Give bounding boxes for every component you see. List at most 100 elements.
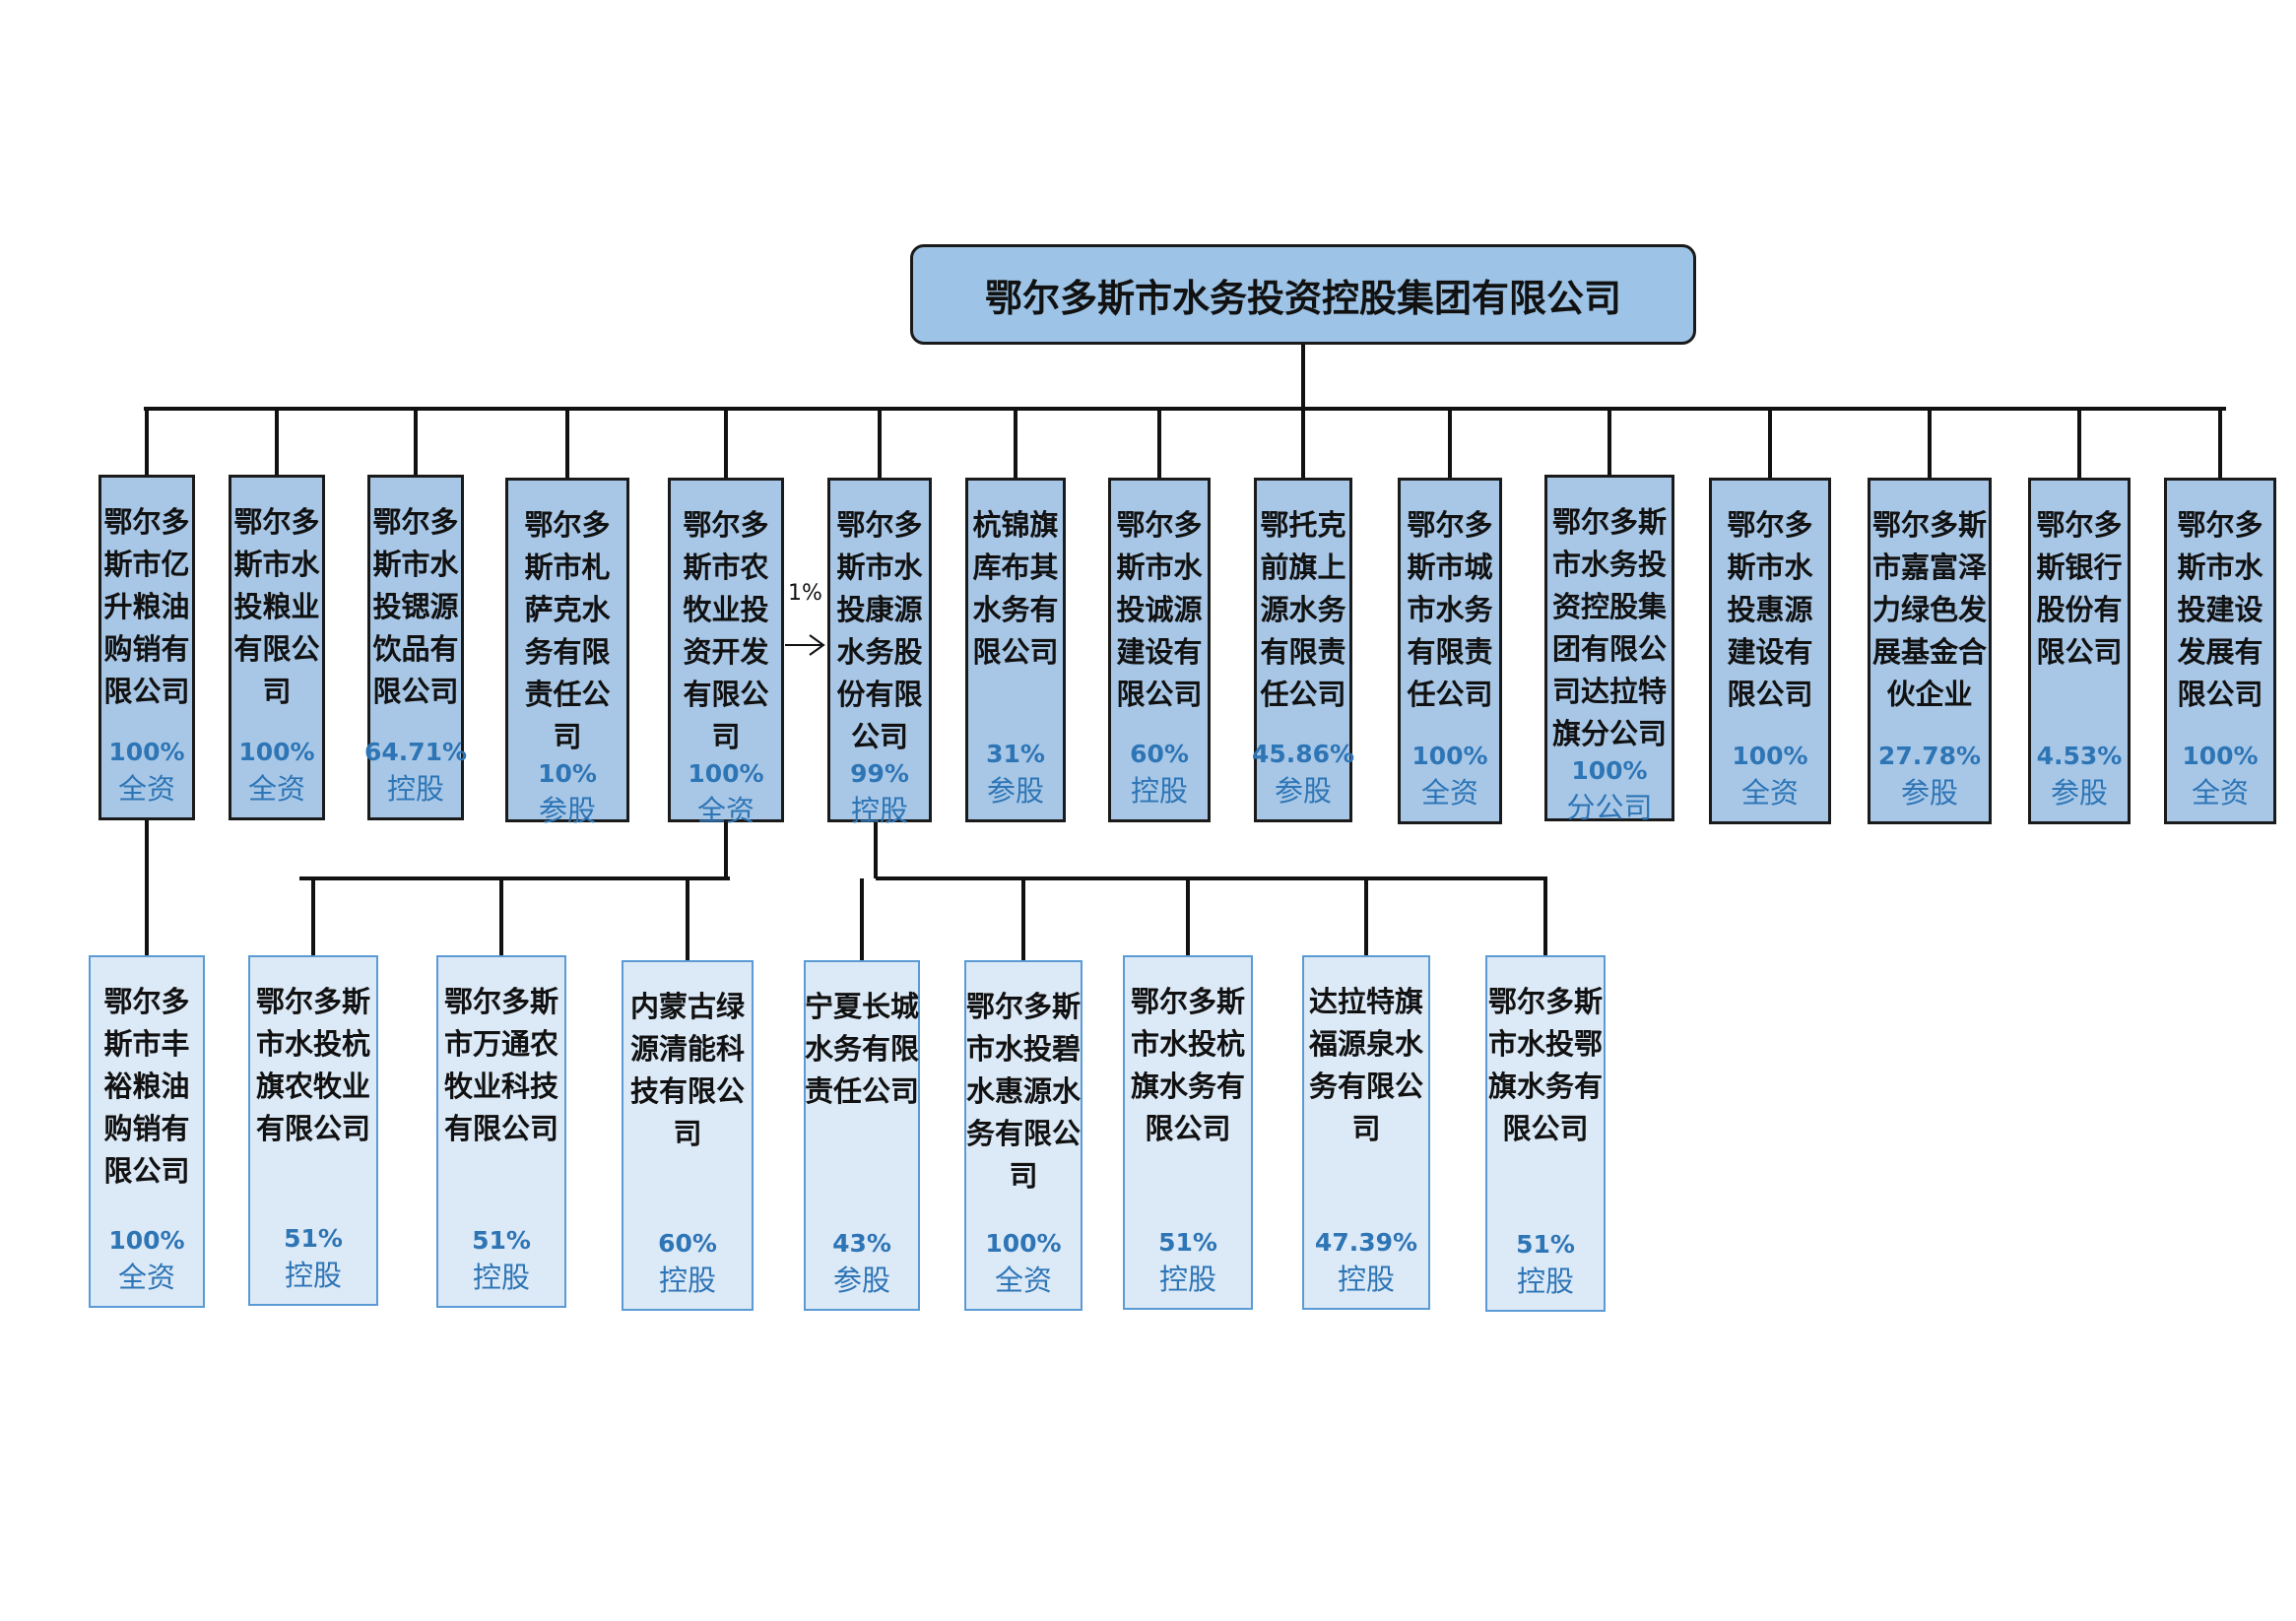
ownership-percentage: 27.78% bbox=[1877, 742, 1982, 770]
ownership-type: 分公司 bbox=[1566, 791, 1653, 824]
ownership-type: 参股 bbox=[1900, 776, 1958, 810]
ownership-type: 控股 bbox=[386, 772, 444, 806]
ownership-percentage: 51% bbox=[284, 1224, 343, 1253]
ownership-type: 参股 bbox=[538, 794, 596, 827]
subsidiary-company-box-3[interactable]: 鄂尔多斯市水投锶源饮品有限公司 64.71% 控股 bbox=[363, 475, 468, 820]
ownership-percentage: 51% bbox=[472, 1226, 531, 1255]
ownership-percentage: 100% bbox=[985, 1229, 1062, 1258]
ownership-percentage: 100% bbox=[108, 738, 185, 766]
subsidiary-company-name: 杭锦旗库布其水务有限公司 bbox=[972, 508, 1059, 669]
cross-link-arrow-head bbox=[809, 634, 825, 656]
ownership-percentage: 31% bbox=[986, 740, 1045, 768]
ownership-type: 全资 bbox=[1740, 776, 1799, 810]
subsidiary-company-name: 鄂尔多斯市水投建设发展有限公司 bbox=[2177, 508, 2263, 711]
sub-subsidiary-company-box-9[interactable]: 鄂尔多斯市水投鄂旗水务有限公司 51% 控股 bbox=[1485, 955, 1606, 1312]
ownership-percentage: 100% bbox=[1411, 742, 1488, 770]
ownership-type: 全资 bbox=[117, 772, 175, 806]
subsidiary-company-box-7[interactable]: 杭锦旗库布其水务有限公司 31% 参股 bbox=[965, 478, 1066, 822]
sub-subsidiary-company-box-2[interactable]: 鄂尔多斯市水投杭旗农牧业有限公司 51% 控股 bbox=[248, 955, 378, 1306]
subsidiary-company-name: 鄂尔多斯市札萨克水务有限责任公司 bbox=[524, 508, 611, 753]
subsidiary-company-name: 鄂尔多斯市农牧业投资开发有限公司 bbox=[683, 508, 769, 753]
ownership-percentage: 51% bbox=[1158, 1228, 1217, 1257]
ownership-percentage: 4.53% bbox=[2036, 742, 2123, 770]
sub-subsidiary-company-name: 内蒙古绿源清能科技有限公司 bbox=[629, 990, 745, 1150]
subsidiary-company-box-13[interactable]: 鄂尔多斯市嘉富泽力绿色发展基金合伙企业 27.78% 参股 bbox=[1868, 478, 1992, 824]
root-company-title: 鄂尔多斯市水务投资控股集团有限公司 bbox=[984, 276, 1621, 320]
subsidiary-company-name: 鄂尔多斯市水务投资控股集团有限公司达拉特旗分公司 bbox=[1551, 505, 1667, 750]
subsidiary-company-name: 鄂尔多斯市水投锶源饮品有限公司 bbox=[372, 505, 459, 708]
sub-subsidiary-company-name: 宁夏长城水务有限责任公司 bbox=[804, 990, 919, 1108]
ownership-type: 控股 bbox=[472, 1261, 530, 1294]
ownership-type: 控股 bbox=[284, 1259, 342, 1292]
ownership-percentage: 51% bbox=[1516, 1230, 1575, 1259]
ownership-percentage: 100% bbox=[2182, 742, 2259, 770]
ownership-type: 全资 bbox=[2191, 776, 2249, 810]
ownership-type: 参股 bbox=[1274, 774, 1332, 808]
ownership-percentage: 10% bbox=[538, 759, 597, 788]
subsidiary-company-box-12[interactable]: 鄂尔多斯市水投惠源建设有限公司 100% 全资 bbox=[1709, 478, 1831, 824]
ownership-percentage: 100% bbox=[108, 1226, 185, 1255]
sub-subsidiary-company-name: 鄂尔多斯市水投杭旗水务有限公司 bbox=[1130, 985, 1245, 1145]
ownership-type: 全资 bbox=[1420, 776, 1478, 810]
ownership-percentage: 60% bbox=[1130, 740, 1189, 768]
sub-subsidiary-company-box-1[interactable]: 鄂尔多斯市丰裕粮油购销有限公司 100% 全资 bbox=[89, 955, 205, 1308]
sub-subsidiary-company-box-8[interactable]: 达拉特旗福源泉水务有限公司 47.39% 控股 bbox=[1302, 955, 1430, 1310]
subsidiary-company-box-15[interactable]: 鄂尔多斯市水投建设发展有限公司 100% 全资 bbox=[2164, 478, 2276, 824]
ownership-type: 控股 bbox=[1158, 1263, 1216, 1296]
subsidiary-company-box-9[interactable]: 鄂托克前旗上源水务有限责任公司 45.86% 参股 bbox=[1251, 478, 1355, 822]
ownership-percentage: 64.71% bbox=[363, 738, 468, 766]
sub-subsidiary-company-box-5[interactable]: 宁夏长城水务有限责任公司 43% 参股 bbox=[804, 960, 920, 1311]
ownership-type: 控股 bbox=[1337, 1263, 1395, 1296]
ownership-percentage: 100% bbox=[1571, 756, 1648, 785]
ownership-type: 参股 bbox=[832, 1264, 890, 1297]
subsidiary-company-name: 鄂尔多斯市水投粮业有限公司 bbox=[233, 505, 320, 708]
ownership-percentage: 45.86% bbox=[1251, 740, 1355, 768]
ownership-percentage: 60% bbox=[658, 1229, 717, 1258]
sub-subsidiary-company-box-6[interactable]: 鄂尔多斯市水投碧水惠源水务有限公司 100% 全资 bbox=[964, 960, 1082, 1311]
ownership-type: 参股 bbox=[2050, 776, 2108, 810]
ownership-type: 控股 bbox=[1130, 774, 1188, 808]
subsidiary-company-name: 鄂托克前旗上源水务有限责任公司 bbox=[1260, 508, 1346, 711]
sub-subsidiary-company-name: 鄂尔多斯市水投鄂旗水务有限公司 bbox=[1487, 985, 1603, 1145]
subsidiary-company-name: 鄂尔多斯市水投康源水务股份有限公司 bbox=[836, 508, 923, 753]
ownership-type: 全资 bbox=[117, 1261, 175, 1294]
subsidiary-company-name: 鄂尔多斯市水投诚源建设有限公司 bbox=[1116, 508, 1203, 711]
ownership-percentage: 43% bbox=[832, 1229, 891, 1258]
ownership-percentage: 100% bbox=[1732, 742, 1808, 770]
sub-subsidiary-company-name: 鄂尔多斯市水投碧水惠源水务有限公司 bbox=[965, 990, 1081, 1193]
subsidiary-company-box-2[interactable]: 鄂尔多斯市水投粮业有限公司 100% 全资 bbox=[229, 475, 325, 820]
sub-subsidiary-company-name: 鄂尔多斯市水投杭旗农牧业有限公司 bbox=[255, 985, 370, 1145]
root-company-box[interactable]: 鄂尔多斯市水务投资控股集团有限公司 bbox=[910, 244, 1696, 345]
subsidiary-company-box-8[interactable]: 鄂尔多斯市水投诚源建设有限公司 60% 控股 bbox=[1108, 478, 1211, 822]
cross-link-label: 1% bbox=[788, 581, 822, 606]
subsidiary-company-box-10[interactable]: 鄂尔多斯市城市水务有限责任公司 100% 全资 bbox=[1398, 478, 1502, 824]
ownership-type: 参股 bbox=[986, 774, 1044, 808]
sub-subsidiary-company-box-3[interactable]: 鄂尔多斯市万通农牧业科技有限公司 51% 控股 bbox=[436, 955, 566, 1308]
subsidiary-company-box-11[interactable]: 鄂尔多斯市水务投资控股集团有限公司达拉特旗分公司 100% 分公司 bbox=[1544, 475, 1674, 824]
ownership-type: 控股 bbox=[1516, 1264, 1574, 1298]
subsidiary-company-name: 鄂尔多斯市城市水务有限责任公司 bbox=[1407, 508, 1493, 711]
subsidiary-company-name: 鄂尔多斯市水投惠源建设有限公司 bbox=[1727, 508, 1813, 711]
subsidiary-company-box-1[interactable]: 鄂尔多斯市亿升粮油购销有限公司 100% 全资 bbox=[98, 475, 195, 820]
ownership-type: 全资 bbox=[994, 1264, 1052, 1297]
sub-subsidiary-company-name: 鄂尔多斯市万通农牧业科技有限公司 bbox=[443, 985, 558, 1145]
subsidiary-company-name: 鄂尔多斯市亿升粮油购销有限公司 bbox=[103, 505, 190, 708]
sub-subsidiary-company-box-4[interactable]: 内蒙古绿源清能科技有限公司 60% 控股 bbox=[622, 960, 754, 1311]
ownership-type: 控股 bbox=[658, 1264, 716, 1297]
ownership-percentage: 100% bbox=[688, 759, 764, 788]
ownership-type: 全资 bbox=[247, 772, 305, 806]
ownership-percentage: 100% bbox=[238, 738, 315, 766]
subsidiary-company-name: 鄂尔多斯银行股份有限公司 bbox=[2036, 508, 2123, 669]
subsidiary-company-name: 鄂尔多斯市嘉富泽力绿色发展基金合伙企业 bbox=[1871, 508, 1987, 711]
sub-subsidiary-company-name: 鄂尔多斯市丰裕粮油购销有限公司 bbox=[103, 985, 190, 1188]
subsidiary-company-box-14[interactable]: 鄂尔多斯银行股份有限公司 4.53% 参股 bbox=[2028, 478, 2131, 824]
ownership-percentage: 47.39% bbox=[1314, 1228, 1418, 1257]
sub-subsidiary-company-name: 达拉特旗福源泉水务有限公司 bbox=[1308, 985, 1423, 1145]
sub-subsidiary-company-box-7[interactable]: 鄂尔多斯市水投杭旗水务有限公司 51% 控股 bbox=[1123, 955, 1253, 1310]
ownership-percentage: 99% bbox=[850, 759, 909, 788]
subsidiary-company-box-4[interactable]: 鄂尔多斯市札萨克水务有限责任公司 10% 参股 bbox=[505, 478, 629, 827]
subsidiary-company-box-6[interactable]: 鄂尔多斯市水投康源水务股份有限公司 99% 控股 bbox=[827, 478, 932, 827]
ownership-type: 控股 bbox=[850, 794, 908, 827]
